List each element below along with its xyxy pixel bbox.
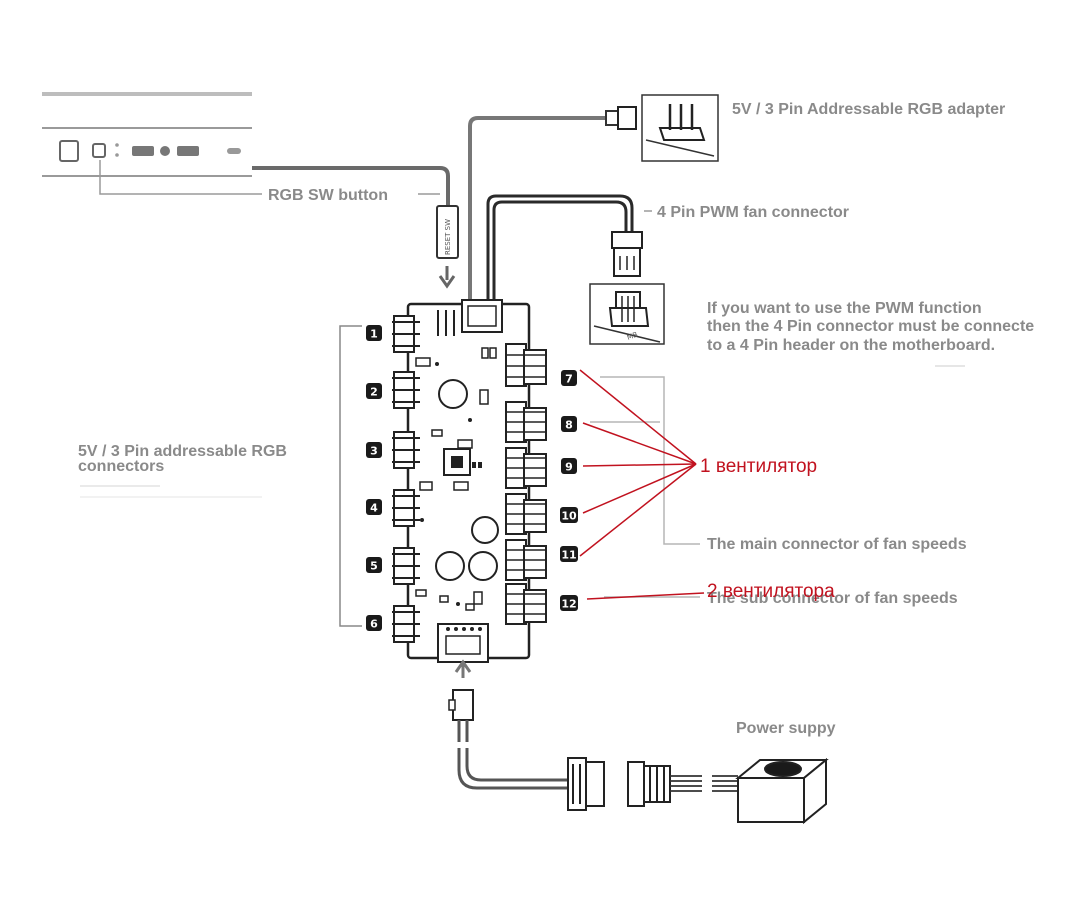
rgb-sw-button-label: RGB SW button <box>268 187 388 204</box>
power-cable-outer <box>457 720 570 790</box>
rgb-connectors-bracket <box>339 325 362 627</box>
rgb-sw-button-icon <box>92 143 106 158</box>
power-supply-icon <box>735 757 829 825</box>
fan-port-badges: 7 8 9 10 11 12 <box>560 370 578 611</box>
rgb-adapter-plug <box>617 106 637 130</box>
fan-port-number: 9 <box>565 461 573 474</box>
fan-hub-board <box>406 299 531 663</box>
mb-mark: MB <box>626 331 639 342</box>
pwm-cable-outer <box>486 194 634 306</box>
pwm-cable-inner <box>492 200 628 306</box>
main-connector-bracket <box>600 376 700 545</box>
rgb-connectors-label-1: 5V / 3 Pin addressable RGB <box>78 443 287 460</box>
rgb-port-badges: 1 2 3 4 5 6 <box>366 325 382 631</box>
rgb-adapter-header-inset <box>641 94 719 162</box>
up-arrow-icon <box>454 659 472 678</box>
reset-sw-mark: RESET SW <box>444 219 452 255</box>
pwm-note-line-2: then the 4 Pin connector must be connect… <box>707 318 1034 335</box>
pwm-header-inset: MB <box>589 283 665 345</box>
rgb-adapter-label: 5V / 3 Pin Addressable RGB adapter <box>732 101 1005 118</box>
case-front-panel <box>42 92 252 177</box>
rgb-adapter-cable <box>468 116 608 306</box>
fan-port-number: 8 <box>565 419 573 432</box>
sub-connector-label: The sub connector of fan speeds <box>707 590 958 607</box>
fan-headers <box>505 343 547 625</box>
reset-sw-connector <box>436 205 459 259</box>
rgb-port-number: 3 <box>370 445 378 458</box>
two-fans-annotation: 2 вентилятора <box>707 581 835 602</box>
pwm-note-line-3: to a 4 Pin header on the motherboard. <box>707 337 995 354</box>
rgb-port-number: 1 <box>370 328 378 341</box>
power-plug <box>452 689 474 721</box>
molex-connector <box>627 761 671 807</box>
pwm-connector-label: 4 Pin PWM fan connector <box>657 204 849 221</box>
power-supply-label: Power suppy <box>736 720 836 737</box>
rgb-port-number: 2 <box>370 386 378 399</box>
rgb-port-number: 4 <box>370 502 378 515</box>
rgb-port-number: 5 <box>370 560 378 573</box>
rgb-connectors-label-2: connectors <box>78 458 164 475</box>
main-connector-label: The main connector of fan speeds <box>707 536 967 553</box>
rgb-pin-headers <box>392 315 420 643</box>
fan-port-number: 11 <box>561 549 576 562</box>
fan-port-number: 10 <box>561 510 577 523</box>
one-fan-annotation: 1 вентилятор <box>700 456 817 477</box>
down-arrow-icon <box>438 266 456 289</box>
fan-port-number: 7 <box>565 373 573 386</box>
rgb-sw-cable <box>252 166 450 206</box>
rgb-sw-leader-line <box>99 160 262 195</box>
power-cable-inner <box>465 720 570 782</box>
pwm-note-line-1: If you want to use the PWM function <box>707 300 982 317</box>
fan-port-number: 12 <box>561 598 576 611</box>
sata-connector <box>567 757 605 811</box>
red-annotations <box>579 369 705 600</box>
rgb-port-number: 6 <box>370 618 378 631</box>
